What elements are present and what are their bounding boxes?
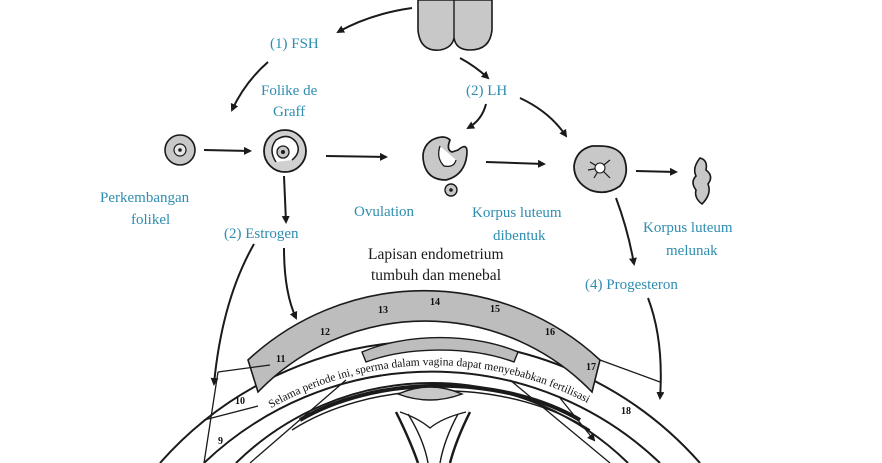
day-16: 16: [545, 327, 555, 338]
arrow-progesteron-down: [647, 297, 665, 400]
corpus-luteum-formed-icon: [573, 145, 628, 194]
arrow-estrogen-right: [283, 247, 298, 320]
korpus-dibentuk-label-line1: Korpus luteum: [472, 205, 562, 221]
progesteron-label: (4) Progesteron: [585, 277, 678, 293]
lh-label: (2) LH: [466, 83, 507, 99]
arrow-corpus-to-melunak: [635, 167, 678, 176]
arrow-graaf-to-ovulation: [325, 152, 388, 161]
developing-follicle-icon: [164, 134, 196, 166]
day-15: 15: [490, 304, 500, 315]
cycle-day-labels: 9 10 11 12 13 14 15 16 17 18: [218, 297, 631, 447]
day-10: 10: [235, 396, 245, 407]
perkembangan-label-line1: Perkembangan: [100, 190, 190, 206]
folike-label-line2: Graff: [273, 104, 305, 120]
arrow-lh-to-corpus: [519, 97, 568, 138]
korpus-dibentuk-label-line2: dibentuk: [493, 228, 546, 244]
arrow-lh-to-ovulation: [466, 103, 487, 129]
arrow-graaf-down: [281, 175, 290, 224]
left-margin: [0, 0, 142, 463]
arrow-fsh-to-follicle: [230, 61, 269, 112]
ovulation-label: Ovulation: [354, 204, 414, 220]
arrow-estrogen-left: [210, 243, 255, 386]
lapisan-label-line2: tumbuh dan menebal: [371, 267, 501, 284]
lapisan-label-line1: Lapisan endometrium: [368, 246, 504, 263]
arrow-follicle-to-graaf: [203, 146, 252, 155]
day-12: 12: [320, 327, 330, 338]
right-margin: [740, 0, 882, 463]
fsh-label: (1) FSH: [270, 36, 319, 52]
day-14: 14: [430, 297, 440, 308]
day-18: 18: [621, 406, 631, 417]
graafian-follicle-icon: [263, 129, 307, 173]
corpus-luteum-softened-icon: [692, 157, 712, 206]
arrow-ovulation-to-corpus: [485, 159, 546, 168]
cycle-ring: [159, 289, 701, 463]
korpus-melunak-label-line2: melunak: [666, 243, 718, 259]
korpus-melunak-label-line1: Korpus luteum: [643, 220, 733, 236]
arrow-corpus-to-progesteron: [615, 197, 637, 266]
uterus-icon: [394, 386, 472, 463]
estrogen-label: (2) Estrogen: [224, 226, 299, 242]
inner-shaded-band: [361, 336, 519, 363]
day-13: 13: [378, 305, 388, 316]
perkembangan-label-line2: folikel: [131, 212, 170, 228]
arrow-pituitary-to-fsh: [336, 7, 413, 33]
day-11: 11: [276, 354, 285, 365]
pituitary-gland-icon: [417, 0, 493, 51]
shaded-band: [247, 289, 601, 394]
day-17: 17: [586, 362, 596, 373]
folike-label-line1: Folike de: [261, 83, 318, 99]
day-9: 9: [218, 436, 223, 447]
arrow-pituitary-to-lh: [459, 57, 490, 80]
ovulation-icon: [422, 136, 468, 197]
